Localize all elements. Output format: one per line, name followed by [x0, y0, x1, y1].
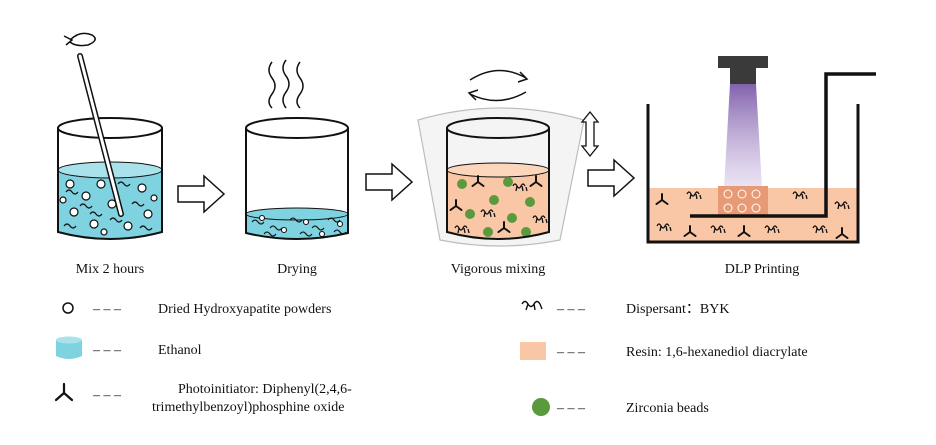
- green-circle-icon: [532, 398, 550, 416]
- zirconia-beads: [457, 177, 535, 237]
- legend-dash: – – –: [92, 388, 122, 403]
- legend-text-photoinitiator-line2: trimethylbenzoyl)phosphine oxide: [152, 400, 344, 415]
- step-label-dlp-printing: DLP Printing: [725, 262, 800, 277]
- legend-text-zirconia: Zirconia beads: [626, 401, 709, 416]
- mix-dispersant: [63, 181, 153, 231]
- legend-text-ethanol: Ethanol: [158, 343, 202, 358]
- process-arrow-1: [177, 174, 226, 214]
- legend-item-resin: – – – Resin: 1,6-hexanediol diacrylate: [520, 342, 808, 360]
- drying-beaker: [245, 117, 349, 240]
- squiggle-icon: [521, 300, 543, 311]
- vertical-double-arrow-icon: [580, 110, 600, 158]
- rotation-arrows-icon: [467, 69, 529, 102]
- printed-layer: [718, 186, 768, 216]
- process-arrow-2: [365, 162, 414, 202]
- legend-text-photoinitiator-line1: Photoinitiator: Diphenyl(2,4,6-: [178, 382, 352, 397]
- rotation-arrow-icon: [63, 32, 96, 47]
- step-label-vigorous-mixing: Vigorous mixing: [451, 262, 545, 277]
- legend-item-hydroxyapatite: – – – Dried Hydroxyapatite powders: [62, 302, 331, 317]
- legend-dash: – – –: [556, 345, 586, 360]
- legend-item-dispersant: – – – Dispersant：BYK: [521, 300, 729, 317]
- mixing-beaker: [446, 117, 550, 240]
- legend-text-resin: Resin: 1,6-hexanediol diacrylate: [626, 345, 808, 360]
- process-arrow-3: [587, 158, 636, 198]
- mix-beaker: [57, 117, 163, 240]
- step-label-mix: Mix 2 hours: [76, 262, 144, 277]
- tripod-icon: [54, 382, 74, 402]
- stir-rod: [77, 53, 124, 217]
- legend-dash: – – –: [556, 401, 586, 416]
- step-label-drying: Drying: [277, 262, 317, 277]
- legend-item-ethanol: – – – Ethanol: [56, 336, 202, 359]
- dried-residue: [251, 214, 347, 238]
- cyan-cylinder-icon: [56, 336, 82, 359]
- legend-item-zirconia: – – – Zirconia beads: [532, 398, 709, 416]
- legend-dash: – – –: [556, 302, 586, 317]
- legend-text-dispersant: Dispersant：BYK: [626, 302, 729, 317]
- legend-text-hydroxyapatite: Dried Hydroxyapatite powders: [158, 302, 331, 317]
- orange-rectangle-icon: [520, 342, 546, 360]
- dlp-projector: [718, 56, 768, 84]
- legend-dash: – – –: [92, 343, 122, 358]
- uv-light-beam: [724, 84, 762, 188]
- heat-waves-icon: [268, 59, 304, 109]
- legend-dash: – – –: [92, 302, 122, 317]
- hollow-circle-icon: [62, 302, 74, 314]
- mix-particles: [59, 179, 158, 236]
- build-platform: [690, 72, 876, 218]
- legend: – – – Dried Hydroxyapatite powders – – –…: [54, 300, 808, 416]
- legend-item-photoinitiator: – – – Photoinitiator: Diphenyl(2,4,6- tr…: [54, 382, 352, 415]
